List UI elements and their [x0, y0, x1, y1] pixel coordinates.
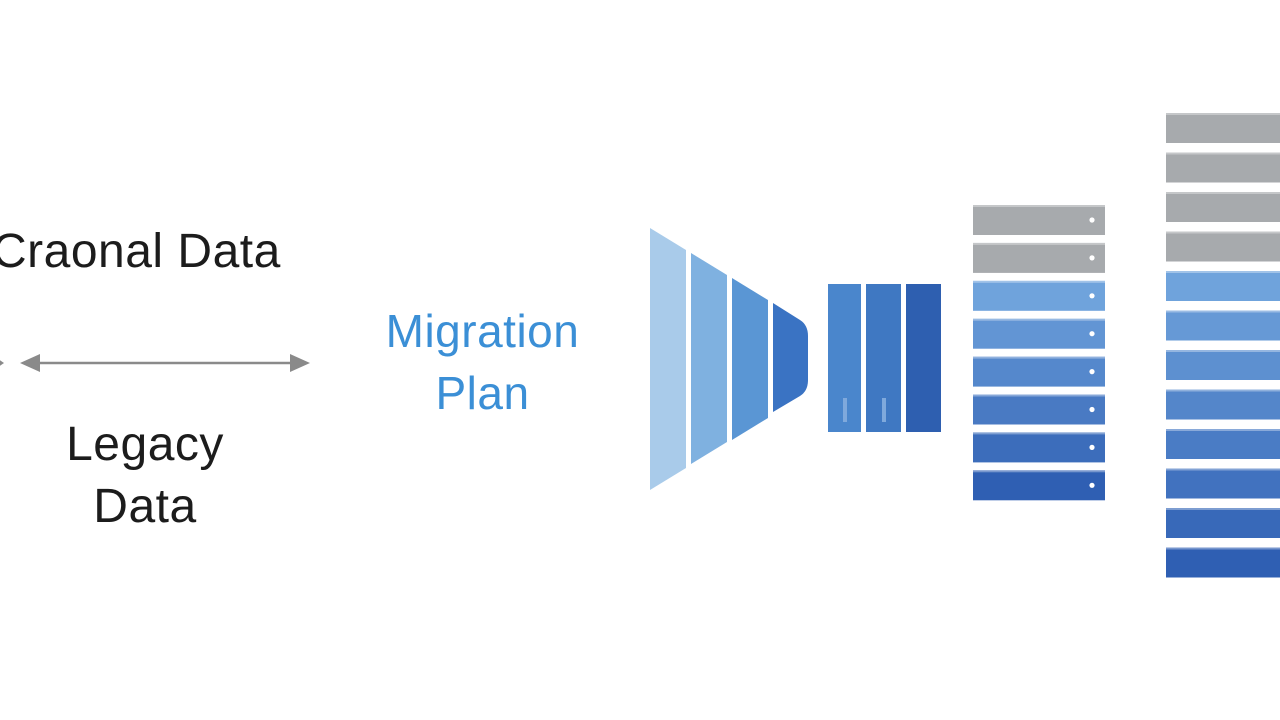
data-block-mark-1	[843, 398, 847, 422]
migration-plan-label: Migration Plan	[340, 300, 625, 424]
data-block-mark-2	[882, 398, 886, 422]
rack-unit-highlight	[973, 394, 1105, 397]
rack-unit-led	[1089, 293, 1095, 299]
data-block-3	[906, 284, 941, 432]
rack-unit-highlight	[973, 470, 1105, 473]
rack-unit	[1166, 231, 1280, 262]
legacy-data-line-2: Data	[93, 480, 197, 533]
rack-unit-led	[1089, 482, 1095, 488]
double-arrow-edge-head	[0, 360, 4, 366]
rack-unit-led	[1089, 255, 1095, 261]
large-server-rack-icon	[1166, 113, 1280, 578]
rack-unit	[973, 205, 1105, 235]
funnel-icon	[650, 228, 808, 490]
rack-unit-highlight	[1166, 271, 1280, 273]
funnel-segment-4	[773, 303, 808, 412]
rack-unit-highlight	[973, 205, 1105, 207]
rack-unit	[1166, 508, 1280, 538]
rack-unit-highlight	[973, 432, 1105, 435]
rack-unit	[1166, 350, 1280, 380]
rack-unit-highlight	[1166, 468, 1280, 471]
rack-unit	[973, 318, 1105, 349]
rack-unit-highlight	[1166, 389, 1280, 392]
migration-plan-line-2: Plan	[435, 367, 530, 419]
rack-unit-led	[1089, 331, 1095, 337]
rack-unit-led	[1089, 406, 1095, 413]
legacy-data-label: Legacy Data	[0, 414, 290, 538]
rack-unit-highlight	[1166, 310, 1280, 313]
rack-unit	[973, 470, 1105, 501]
rack-unit	[973, 432, 1105, 463]
rack-unit	[1166, 429, 1280, 459]
rack-unit	[973, 394, 1105, 425]
rack-unit-highlight	[973, 280, 1105, 283]
rack-unit-led	[1089, 217, 1095, 223]
rack-unit	[1166, 192, 1280, 222]
funnel-segment-2	[691, 253, 727, 464]
rack-unit-highlight	[1166, 547, 1280, 550]
migration-plan-line-1: Migration	[385, 305, 580, 357]
rack-unit-highlight	[973, 318, 1105, 321]
double-arrow-right-head	[290, 354, 310, 372]
rack-unit-highlight	[973, 356, 1105, 359]
rack-unit	[1166, 468, 1280, 499]
rack-unit	[1166, 547, 1280, 578]
operational-data-label: Craonal Data	[0, 225, 281, 278]
rack-unit-highlight	[1166, 429, 1280, 431]
rack-unit-highlight	[1166, 192, 1280, 194]
rack-unit	[973, 280, 1105, 311]
funnel-segment-1	[650, 228, 686, 490]
rack-unit-highlight	[1166, 152, 1280, 155]
rack-unit-highlight	[1166, 508, 1280, 510]
rack-unit	[1166, 271, 1280, 301]
rack-unit-highlight	[1166, 113, 1280, 115]
legacy-data-line-1: Legacy	[66, 418, 224, 471]
rack-unit	[973, 242, 1105, 273]
funnel-segment-3	[732, 278, 768, 440]
rack-unit-highlight	[973, 242, 1105, 245]
data-blocks-icon	[828, 284, 941, 432]
rack-unit	[1166, 389, 1280, 420]
rack-unit	[1166, 310, 1280, 341]
double-arrow-left-head	[20, 354, 40, 372]
server-rack-icon	[973, 205, 1105, 501]
rack-unit	[1166, 152, 1280, 183]
rack-unit-highlight	[1166, 350, 1280, 352]
rack-unit	[1166, 113, 1280, 143]
double-arrow-icon	[0, 354, 310, 372]
rack-unit	[973, 356, 1105, 387]
rack-unit-led	[1089, 369, 1095, 375]
rack-unit-led	[1089, 444, 1095, 450]
rack-unit-highlight	[1166, 231, 1280, 234]
